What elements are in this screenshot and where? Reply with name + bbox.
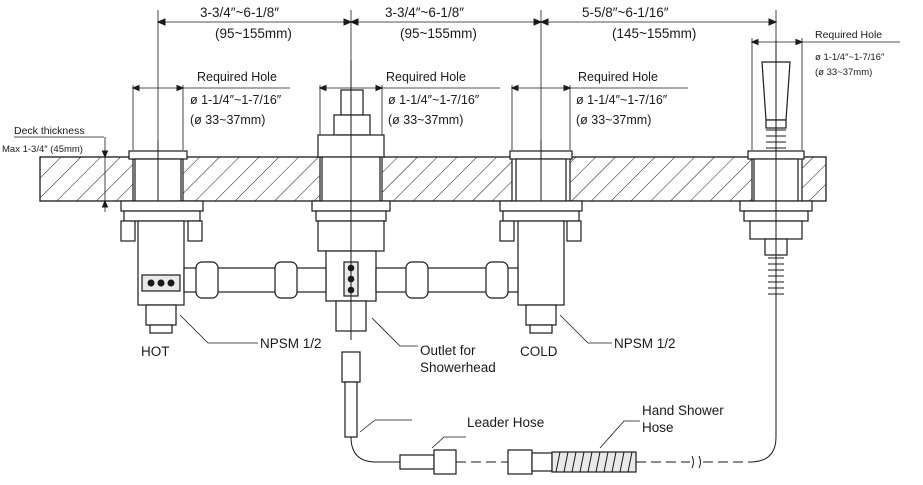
shower-hole-metric: (ø 33~37mm): [815, 67, 872, 78]
cold-valve: [499, 140, 583, 334]
shower-hose: [341, 300, 777, 475]
hot-valve: [120, 140, 204, 334]
deck-thickness-dimension: [40, 137, 109, 212]
diverter-valve: [311, 60, 391, 340]
cold-hole-title: Required Hole: [578, 70, 658, 84]
top-dimension-lines: [156, 10, 778, 150]
connecting-pipes: [183, 261, 519, 299]
cold-label: COLD: [520, 344, 558, 359]
hot-npsm-label: NPSM 1/2: [260, 336, 322, 351]
center-hole-imperial: ø 1-1/4″~1-7/16″: [388, 93, 480, 107]
span1-imperial: 3-3/4″~6-1/8″: [200, 5, 279, 20]
hot-label: HOT: [141, 344, 170, 359]
required-hole-leaders: [131, 38, 900, 150]
deck-thickness-max: Max 1-3/4″ (45mm): [2, 144, 83, 155]
hand-shower-label-line1: Hand Shower: [642, 403, 724, 418]
shower-hole-imperial: ø 1-1/4″~1-7/16″: [815, 52, 885, 63]
span3-metric: (145~155mm): [612, 26, 696, 41]
hot-hole-imperial: ø 1-1/4″~1-7/16″: [190, 93, 282, 107]
center-hole-metric: (ø 33~37mm): [388, 113, 463, 127]
hand-shower-label-line2: Hose: [642, 420, 674, 435]
leader-hose-label: Leader Hose: [467, 415, 544, 430]
cold-npsm-label: NPSM 1/2: [614, 336, 676, 351]
span2-metric: (95~155mm): [400, 26, 477, 41]
span2-imperial: 3-3/4″~6-1/8″: [385, 5, 464, 20]
cold-hole-metric: (ø 33~37mm): [576, 113, 651, 127]
hot-hole-title: Required Hole: [197, 70, 277, 84]
span3-imperial: 5-5/8″~6-1/16″: [582, 5, 669, 20]
center-hole-title: Required Hole: [386, 70, 466, 84]
cold-hole-imperial: ø 1-1/4″~1-7/16″: [576, 93, 668, 107]
outlet-label-line2: Showerhead: [420, 360, 496, 375]
span1-metric: (95~155mm): [215, 26, 292, 41]
outlet-label-line1: Outlet for: [420, 343, 476, 358]
deck-thickness-title: Deck thickness: [14, 125, 85, 137]
shower-hole-title: Required Hole: [815, 29, 882, 41]
callout-leaders: [179, 314, 640, 449]
hand-shower-holder: [739, 40, 813, 300]
hot-hole-metric: (ø 33~37mm): [190, 113, 265, 127]
